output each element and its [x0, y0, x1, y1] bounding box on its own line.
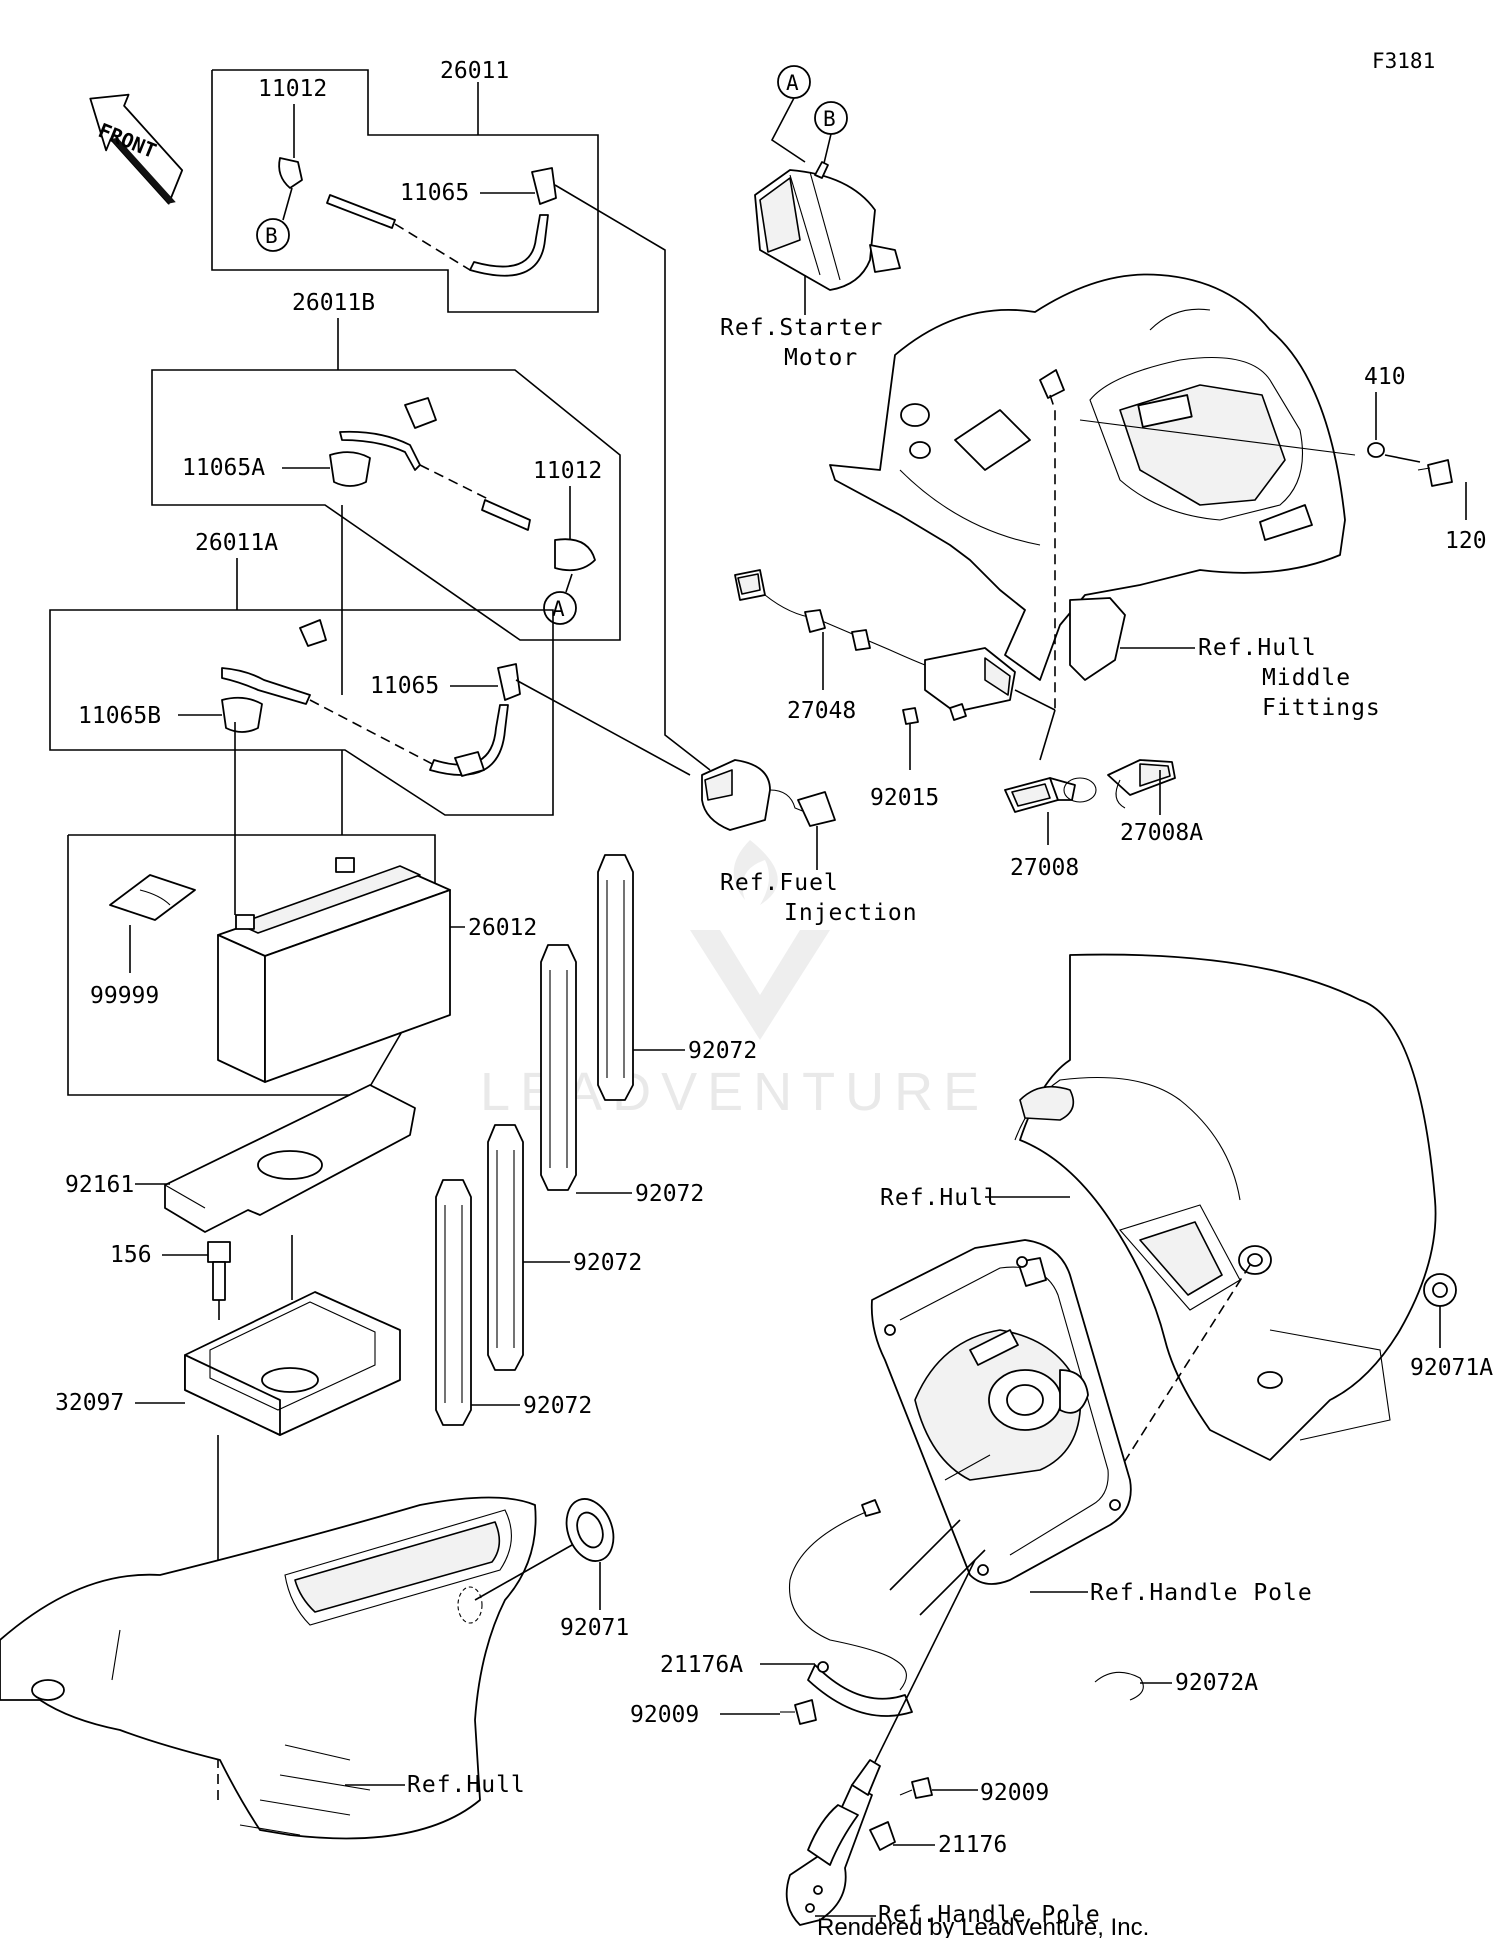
- label-120: 120: [1445, 528, 1487, 554]
- part-92009-a: 92009: [630, 1699, 817, 1728]
- callout-A-starter: A: [786, 71, 799, 95]
- label-11065B: 11065B: [78, 703, 161, 729]
- label-11065-mid: 11065: [370, 673, 439, 699]
- ref-handle-pole-1: Ref.Handle Pole: [1090, 1580, 1313, 1606]
- handle-pole-shaft: Ref.Handle Pole: [785, 1559, 1101, 1928]
- ref-hull-mid-3: Fittings: [1262, 695, 1381, 721]
- label-92161: 92161: [65, 1172, 134, 1198]
- label-11012-mid: 11012: [533, 458, 602, 484]
- group-26011A: 26011A 11065 11065B: [49, 530, 691, 816]
- ref-hull-mid-2: Middle: [1262, 665, 1351, 691]
- label-92071: 92071: [560, 1615, 629, 1641]
- part-92015: 92015: [870, 689, 1056, 811]
- starter-motor: A B Ref.Starter Motor: [720, 65, 901, 371]
- label-21176: 21176: [938, 1832, 1007, 1858]
- part-92009-b: 92009: [899, 1777, 1049, 1806]
- callout-B-top: B: [265, 224, 278, 248]
- ref-fuel-1: Ref.Fuel: [720, 870, 839, 896]
- callout-A-mid: A: [552, 597, 565, 621]
- part-21176: 21176: [869, 1821, 1007, 1858]
- label-92009-a: 92009: [630, 1702, 699, 1728]
- diagram-code: F3181: [1372, 49, 1435, 73]
- ref-hull-bottom: Ref.Hull: [407, 1772, 526, 1798]
- label-27048: 27048: [787, 698, 856, 724]
- label-92072-a: 92072: [688, 1038, 757, 1064]
- part-92071: 92071: [474, 1498, 629, 1641]
- label-27008A: 27008A: [1120, 820, 1203, 846]
- part-92072A: 92072A: [1094, 1670, 1258, 1701]
- handle-pole-plate: Ref.Handle Pole: [870, 1239, 1313, 1616]
- label-92071A: 92071A: [1410, 1355, 1493, 1381]
- label-92072-c: 92072: [573, 1250, 642, 1276]
- label-92009-b: 92009: [980, 1780, 1049, 1806]
- front-arrow: FRONT: [89, 93, 184, 205]
- label-27008: 27008: [1010, 855, 1079, 881]
- group-26012: 26012 99999: [67, 834, 537, 1096]
- hull-right: Ref.Hull 92071A: [880, 953, 1493, 1501]
- part-32097: 32097: [55, 1291, 401, 1436]
- ref-starter-2: Motor: [784, 345, 858, 371]
- label-99999: 99999: [90, 983, 159, 1009]
- label-26011B: 26011B: [292, 290, 375, 316]
- label-21176A: 21176A: [660, 1652, 743, 1678]
- ref-hull-right: Ref.Hull: [880, 1185, 999, 1211]
- label-11065-top: 11065: [400, 180, 469, 206]
- fuel-injection-relay: Ref.Fuel Injection: [701, 759, 918, 926]
- part-92161: 92161: [65, 1084, 416, 1233]
- part-27008-keys: 27008 27008A: [1004, 759, 1203, 881]
- group-26011: 26011 11012 B 11065: [211, 58, 711, 771]
- label-26011: 26011: [440, 58, 509, 84]
- label-92072A: 92072A: [1175, 1670, 1258, 1696]
- group-26011B: 26011B 11065A 11012 A: [151, 290, 621, 641]
- part-21176A: 21176A: [660, 1499, 913, 1717]
- ref-starter-1: Ref.Starter: [720, 315, 883, 341]
- credit-text: Rendered by LeadVenture, Inc.: [817, 1914, 1149, 1938]
- part-27048: 27048: [734, 569, 1016, 724]
- ref-handle-pole-2: Ref.Handle Pole: [878, 1902, 1101, 1928]
- label-410: 410: [1364, 364, 1406, 390]
- ref-fuel-2: Injection: [784, 900, 918, 926]
- label-11065A: 11065A: [182, 455, 265, 481]
- label-92015: 92015: [870, 785, 939, 811]
- label-26012: 26012: [468, 915, 537, 941]
- label-11012-top: 11012: [258, 76, 327, 102]
- ref-hull-mid-1: Ref.Hull: [1198, 635, 1317, 661]
- label-32097: 32097: [55, 1390, 124, 1416]
- label-92072-d: 92072: [523, 1393, 592, 1419]
- part-92072-straps: 92072 92072 92072 92072: [435, 854, 757, 1426]
- hull-middle-fittings: 410 120 Ref.Hull Middle Fittings: [829, 273, 1487, 761]
- callout-B-starter: B: [823, 107, 836, 131]
- label-26011A: 26011A: [195, 530, 278, 556]
- hull-bottom-left: Ref.Hull: [0, 1496, 537, 1840]
- label-156: 156: [110, 1242, 152, 1268]
- part-156: 156: [110, 1241, 231, 1320]
- label-92072-b: 92072: [635, 1181, 704, 1207]
